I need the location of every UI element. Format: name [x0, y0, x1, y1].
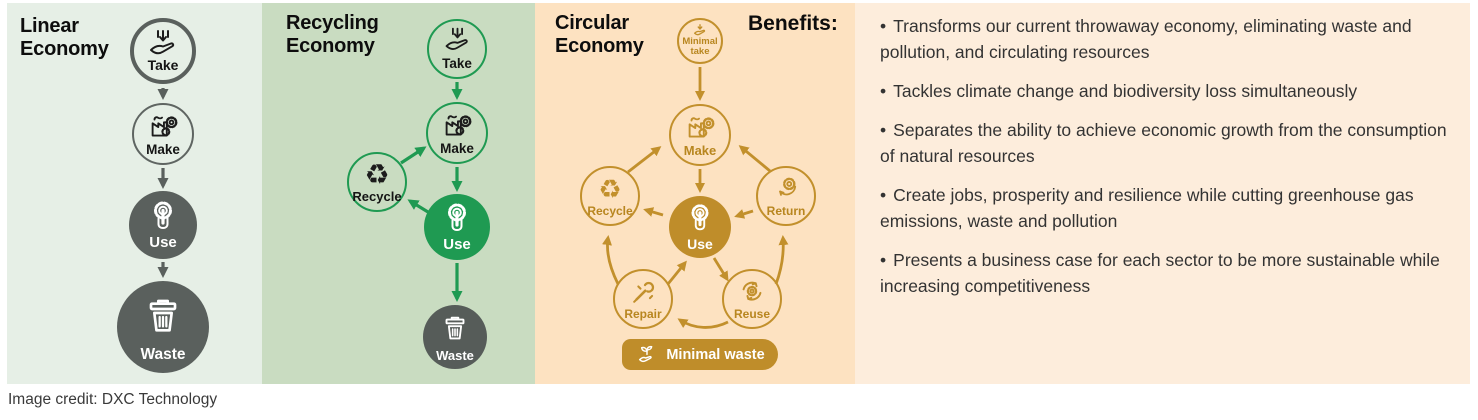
reuse-icon [724, 276, 780, 308]
benefits-heading: Benefits: [748, 12, 838, 35]
node-label: Recycle [587, 204, 633, 219]
gear-tap-icon [669, 201, 731, 235]
node-waste: Waste [117, 281, 209, 373]
node-make: Make [669, 104, 731, 166]
factory-make-icon [134, 111, 192, 145]
benefit-item: •Separates the ability to achieve econom… [880, 117, 1455, 169]
benefit-text: Tackles climate change and biodiversity … [893, 81, 1358, 101]
bullet-marker: • [880, 185, 887, 205]
node-label: Use [443, 236, 471, 254]
minimal-waste-banner: Minimal waste [622, 339, 778, 370]
node-take: Take [130, 18, 196, 84]
hand-take-icon [134, 27, 192, 63]
factory-make-icon [428, 110, 486, 144]
trash-icon [423, 312, 487, 346]
benefit-text: Transforms our current throwaway economy… [880, 16, 1412, 62]
gear-tap-icon [424, 200, 490, 236]
node-repair: Repair [613, 269, 673, 329]
node-label: Return [766, 204, 806, 219]
image-credit: Image credit: DXC Technology [8, 391, 218, 408]
node-make: Make [426, 102, 488, 164]
node-label: Waste [436, 348, 474, 364]
benefit-text: Separates the ability to achieve economi… [880, 120, 1447, 166]
gear-tap-icon [129, 198, 197, 234]
plant-hand-icon [635, 343, 659, 367]
recycle-icon: ♻ [598, 174, 622, 204]
node-use: Use [129, 191, 197, 259]
node-use: Use [669, 196, 731, 258]
circular-economy-title: Circular Economy [555, 12, 644, 58]
node-recycle: ♻ Recycle [347, 152, 407, 212]
node-label: Use [687, 236, 713, 253]
node-label: Make [683, 143, 717, 159]
node-make: Make [132, 103, 194, 165]
benefit-text: Presents a business case for each sector… [880, 250, 1440, 296]
node-use: Use [424, 194, 490, 260]
node-label: Make [440, 140, 474, 156]
node-label: Use [149, 234, 177, 252]
panel-benefits [855, 3, 1470, 384]
node-recycle: ♻ Recycle [580, 166, 640, 226]
hand-take-icon [679, 23, 721, 39]
node-minimal-take: Minimal take [677, 18, 723, 64]
bullet-marker: • [880, 250, 887, 270]
factory-make-icon [671, 112, 729, 146]
node-return: Return [756, 166, 816, 226]
node-reuse: Reuse [722, 269, 782, 329]
repair-icon [615, 277, 671, 308]
benefit-item: •Presents a business case for each secto… [880, 247, 1455, 299]
bullet-marker: • [880, 81, 887, 101]
benefit-item: •Create jobs, prosperity and resilience … [880, 182, 1455, 234]
benefits-list: •Transforms our current throwaway econom… [880, 13, 1455, 312]
trash-icon [117, 293, 209, 341]
bullet-marker: • [880, 16, 887, 36]
node-label: Take [147, 57, 179, 74]
return-icon [758, 172, 814, 205]
banner-label: Minimal waste [666, 346, 765, 363]
node-label: Minimal take [682, 36, 718, 58]
recycling-economy-title: Recycling Economy [286, 12, 379, 58]
benefit-item: •Transforms our current throwaway econom… [880, 13, 1455, 65]
recycle-icon: ♻ [364, 159, 390, 190]
node-label: Recycle [352, 189, 402, 205]
node-waste: Waste [423, 305, 487, 369]
benefit-item: • Tackles climate change and biodiversity… [880, 78, 1455, 104]
node-take: Take [427, 19, 487, 79]
node-label: Waste [140, 345, 186, 363]
linear-economy-title: Linear Economy [20, 15, 109, 61]
node-label: Make [146, 141, 180, 157]
node-label: Repair [624, 307, 662, 322]
benefit-text: Create jobs, prosperity and resilience w… [880, 185, 1414, 231]
hand-take-icon [429, 25, 485, 58]
node-label: Reuse [733, 307, 771, 322]
node-label: Take [442, 55, 472, 71]
bullet-marker: • [880, 120, 887, 140]
